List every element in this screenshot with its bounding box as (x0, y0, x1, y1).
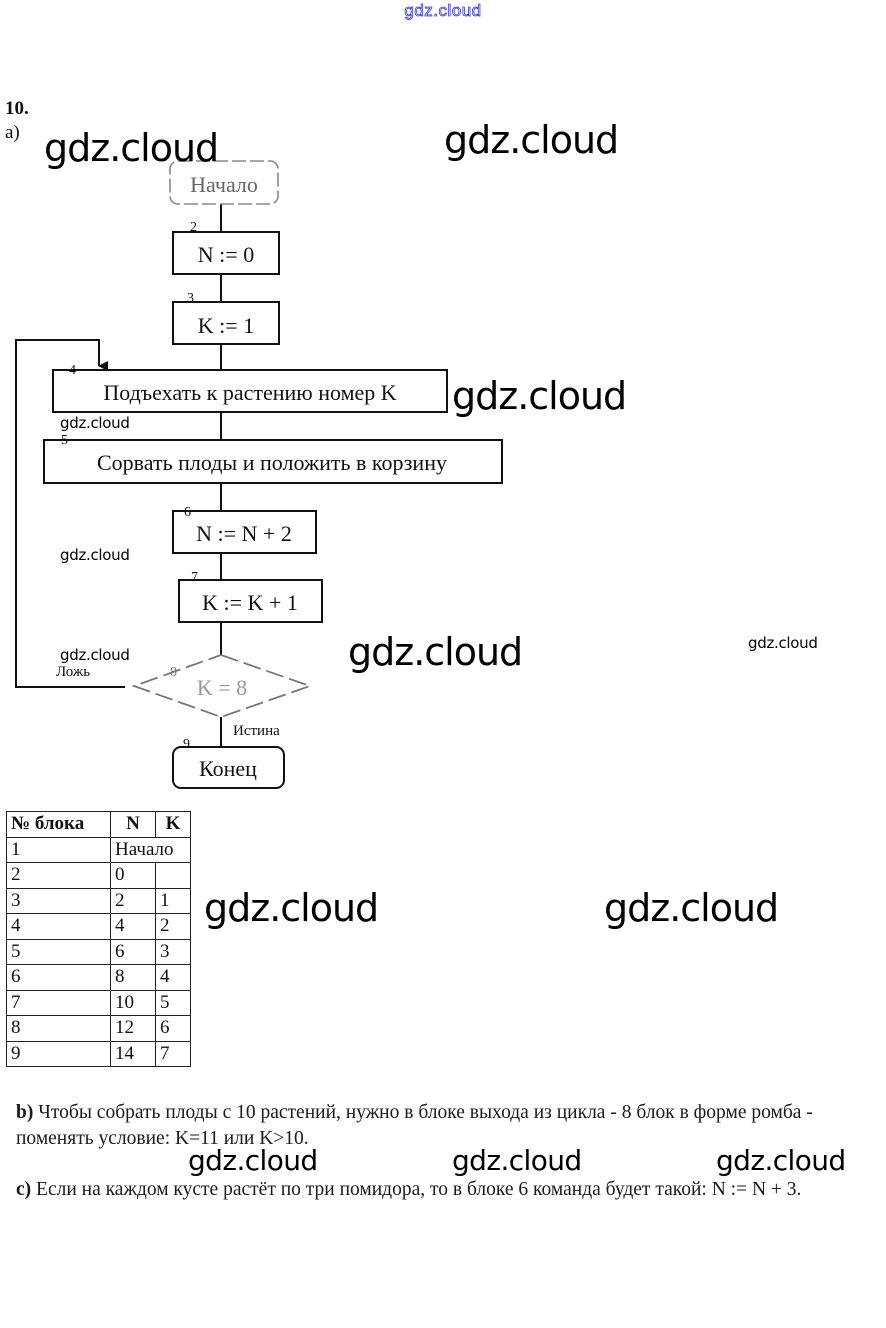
cell-k: 7 (155, 1040, 191, 1067)
block-5-number: 5 (61, 433, 68, 448)
cell-n: 0 (110, 862, 156, 889)
watermark-small: gdz.cloud (60, 414, 130, 432)
cell-k: 5 (155, 989, 191, 1016)
false-branch-label: Ложь (56, 664, 90, 680)
block-5-label: Сорвать плоды и положить в корзину (97, 450, 447, 475)
block-6: 6 N := N + 2 (172, 505, 317, 554)
block-2-label: N := 0 (198, 242, 254, 267)
table-row: 4 4 2 (6, 913, 191, 940)
watermark-small: gdz.cloud (60, 546, 130, 564)
loop-back-arrow (15, 339, 125, 688)
watermark: gdz.cloud (716, 1144, 846, 1177)
cell-block: 8 (6, 1015, 111, 1042)
table-header-row: № блока N K (6, 811, 191, 838)
cell-k: 3 (155, 938, 191, 965)
header-k: K (155, 811, 191, 838)
block-9-number: 9 (183, 737, 190, 752)
top-watermark: gdz.cloud (404, 1, 482, 21)
answer-c-label: c) (16, 1179, 32, 1200)
block-7-number: 7 (191, 570, 198, 585)
block-9-label: Конец (199, 756, 257, 781)
cell-n: 6 (110, 938, 156, 965)
cell-n: 14 (110, 1040, 156, 1067)
block-9-end: 9 Конец (172, 737, 285, 789)
flowchart: Начало 2 N := 0 3 K := 1 4 Подъехать к р… (15, 160, 503, 789)
watermark-small: gdz.cloud (748, 634, 818, 652)
block-4: 4 Подъехать к растению номер K (52, 363, 448, 413)
answer-c: c) Если на каждом кусте растёт по три по… (16, 1177, 878, 1203)
cell-k: 1 (155, 887, 191, 914)
cell-block: 5 (6, 938, 111, 965)
connectors (15, 204, 222, 747)
cell-n: 4 (110, 913, 156, 940)
table-row: 5 6 3 (6, 938, 191, 965)
block-5: 5 Сорвать плоды и положить в корзину (43, 433, 503, 484)
watermark: gdz.cloud (204, 886, 379, 930)
header-block-number: № блока (6, 811, 111, 838)
watermark: gdz.cloud (604, 886, 779, 930)
block-7-label: K := K + 1 (202, 590, 298, 615)
block-8-label: K = 8 (197, 675, 247, 700)
watermark-small: gdz.cloud (60, 646, 130, 664)
part-a-label: а) (5, 122, 20, 143)
cell-block: 2 (6, 862, 111, 889)
block-1-label: Начало (190, 172, 258, 197)
trace-table: № блока N K 1 Начало 2 0 3 2 1 4 4 2 5 6… (6, 811, 191, 1067)
block-4-number: 4 (69, 363, 76, 378)
cell-block: 1 (6, 836, 111, 863)
watermark: gdz.cloud (452, 1144, 582, 1177)
table-row: 2 0 (6, 862, 191, 889)
answer-b-text: Чтобы собрать плоды с 10 растений, нужно… (16, 1102, 813, 1149)
cell-k: 4 (155, 964, 191, 991)
cell-k (155, 862, 191, 889)
answer-b-label: b) (16, 1102, 34, 1123)
watermark: gdz.cloud (452, 374, 627, 418)
table-row: 3 2 1 (6, 887, 191, 914)
header-n: N (110, 811, 156, 838)
cell-n: 8 (110, 964, 156, 991)
cell-n: 10 (110, 989, 156, 1016)
answer-c-text: Если на каждом кусте растёт по три помид… (31, 1179, 802, 1200)
cell-merged: Начало (110, 836, 191, 863)
watermark: gdz.cloud (188, 1144, 318, 1177)
cell-k: 6 (155, 1015, 191, 1042)
cell-block: 9 (6, 1040, 111, 1067)
cell-block: 4 (6, 913, 111, 940)
cell-k: 2 (155, 913, 191, 940)
answer-b: b) Чтобы собрать плоды с 10 растений, ну… (16, 1100, 878, 1152)
table-row: 7 10 5 (6, 989, 191, 1016)
cell-block: 7 (6, 989, 111, 1016)
block-3: 3 K := 1 (172, 291, 280, 345)
block-6-label: N := N + 2 (196, 521, 292, 546)
block-3-number: 3 (187, 291, 194, 306)
cell-block: 6 (6, 964, 111, 991)
block-2-number: 2 (190, 220, 197, 235)
block-8-number: 8 (170, 665, 177, 680)
watermark: gdz.cloud (44, 126, 219, 170)
block-7: 7 K := K + 1 (178, 570, 323, 623)
block-4-label: Подъехать к растению номер K (103, 380, 396, 405)
cell-block: 3 (6, 887, 111, 914)
table-row: 1 Начало (6, 836, 191, 863)
true-branch-label: Истина (233, 723, 280, 739)
block-1-start: Начало (169, 160, 279, 205)
cell-n: 12 (110, 1015, 156, 1042)
watermark: gdz.cloud (348, 630, 523, 674)
table-row: 8 12 6 (6, 1015, 191, 1042)
watermark: gdz.cloud (444, 118, 619, 162)
table-row: 6 8 4 (6, 964, 191, 991)
cell-n: 2 (110, 887, 156, 914)
task-number: 10. (5, 98, 29, 119)
block-8-decision: 8 K = 8 (131, 654, 313, 718)
table-row: 9 14 7 (6, 1040, 191, 1067)
block-3-label: K := 1 (198, 313, 254, 338)
block-6-number: 6 (184, 505, 191, 520)
block-2: 2 N := 0 (172, 220, 280, 275)
